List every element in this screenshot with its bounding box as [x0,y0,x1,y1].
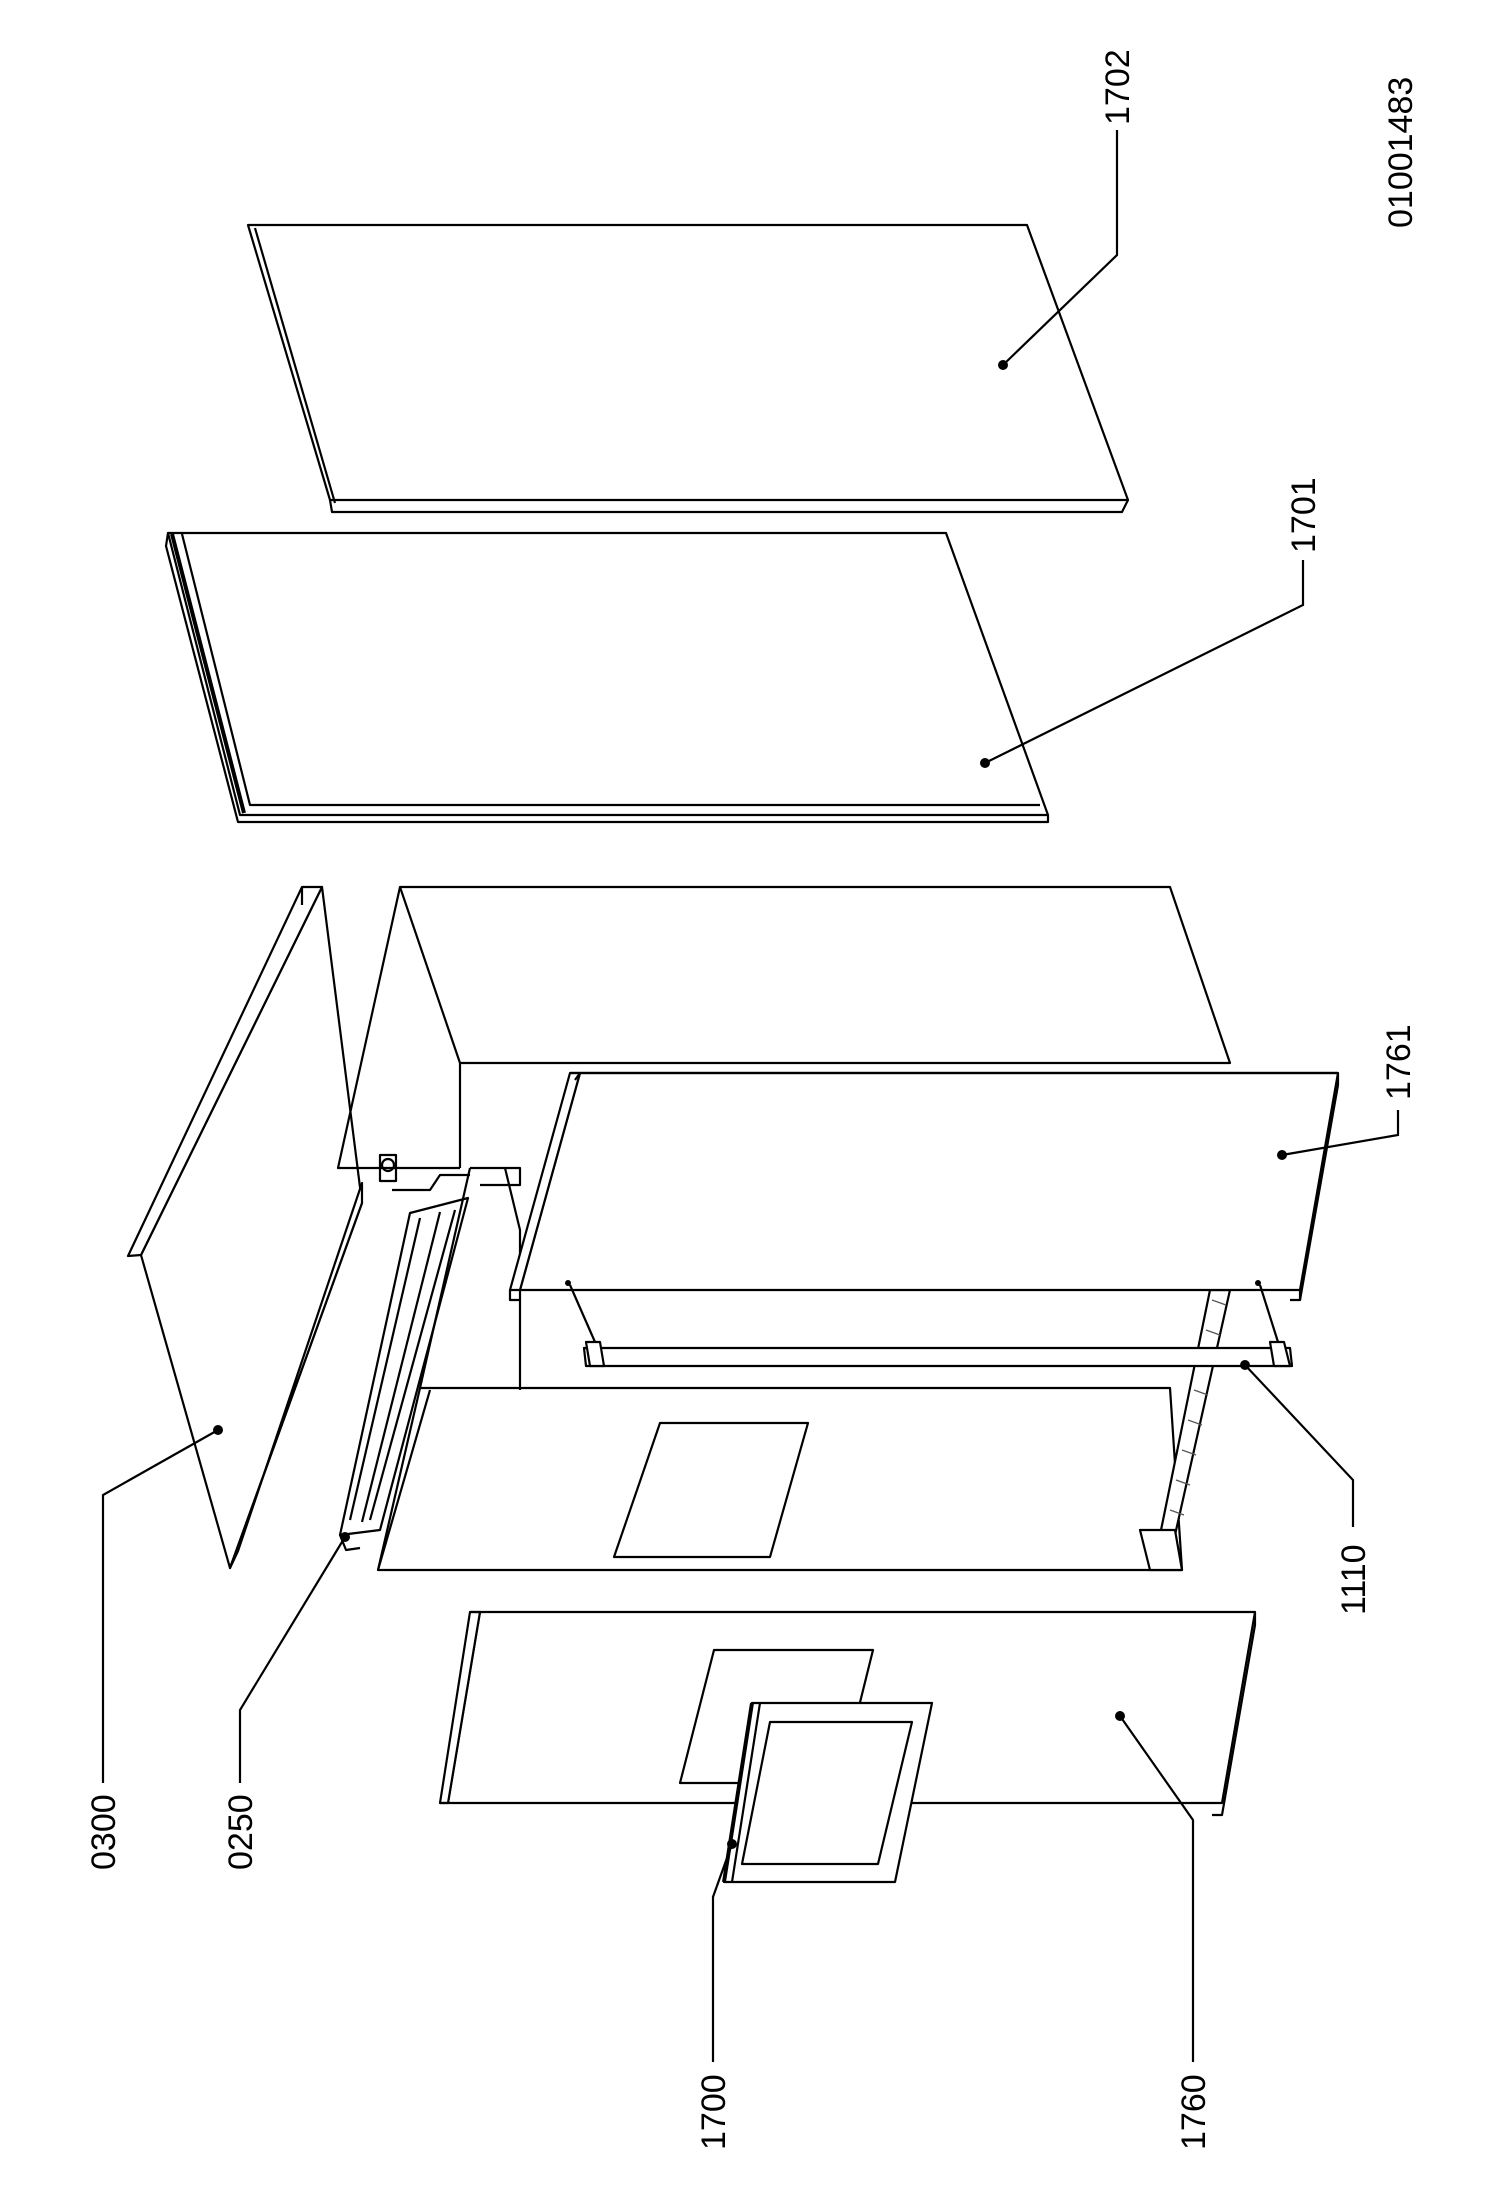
label-0250: 0250 [222,1794,260,1870]
part-1700-frame [722,1701,934,1884]
part-labels: 0300 0250 1700 1760 1110 1761 1701 1702 … [85,49,1420,2150]
drawing-number: 01001483 [1382,77,1420,228]
leader-lines [101,130,1400,2062]
label-1761: 1761 [1380,1024,1418,1100]
label-1700: 1700 [695,2074,733,2150]
part-1110-handle [565,1280,1294,1368]
label-1701: 1701 [1285,477,1323,553]
part-1702-rear-panel [246,223,1130,514]
label-1760: 1760 [1175,2074,1213,2150]
part-1701-side-panel [164,531,1050,824]
label-0300: 0300 [85,1794,123,1870]
part-0300-top-cover [126,885,364,1570]
part-1761-door [508,1071,1340,1302]
part-0250-hinge-rail [338,1153,470,1552]
label-1702: 1702 [1099,49,1137,125]
label-1110: 1110 [1335,1544,1373,1615]
